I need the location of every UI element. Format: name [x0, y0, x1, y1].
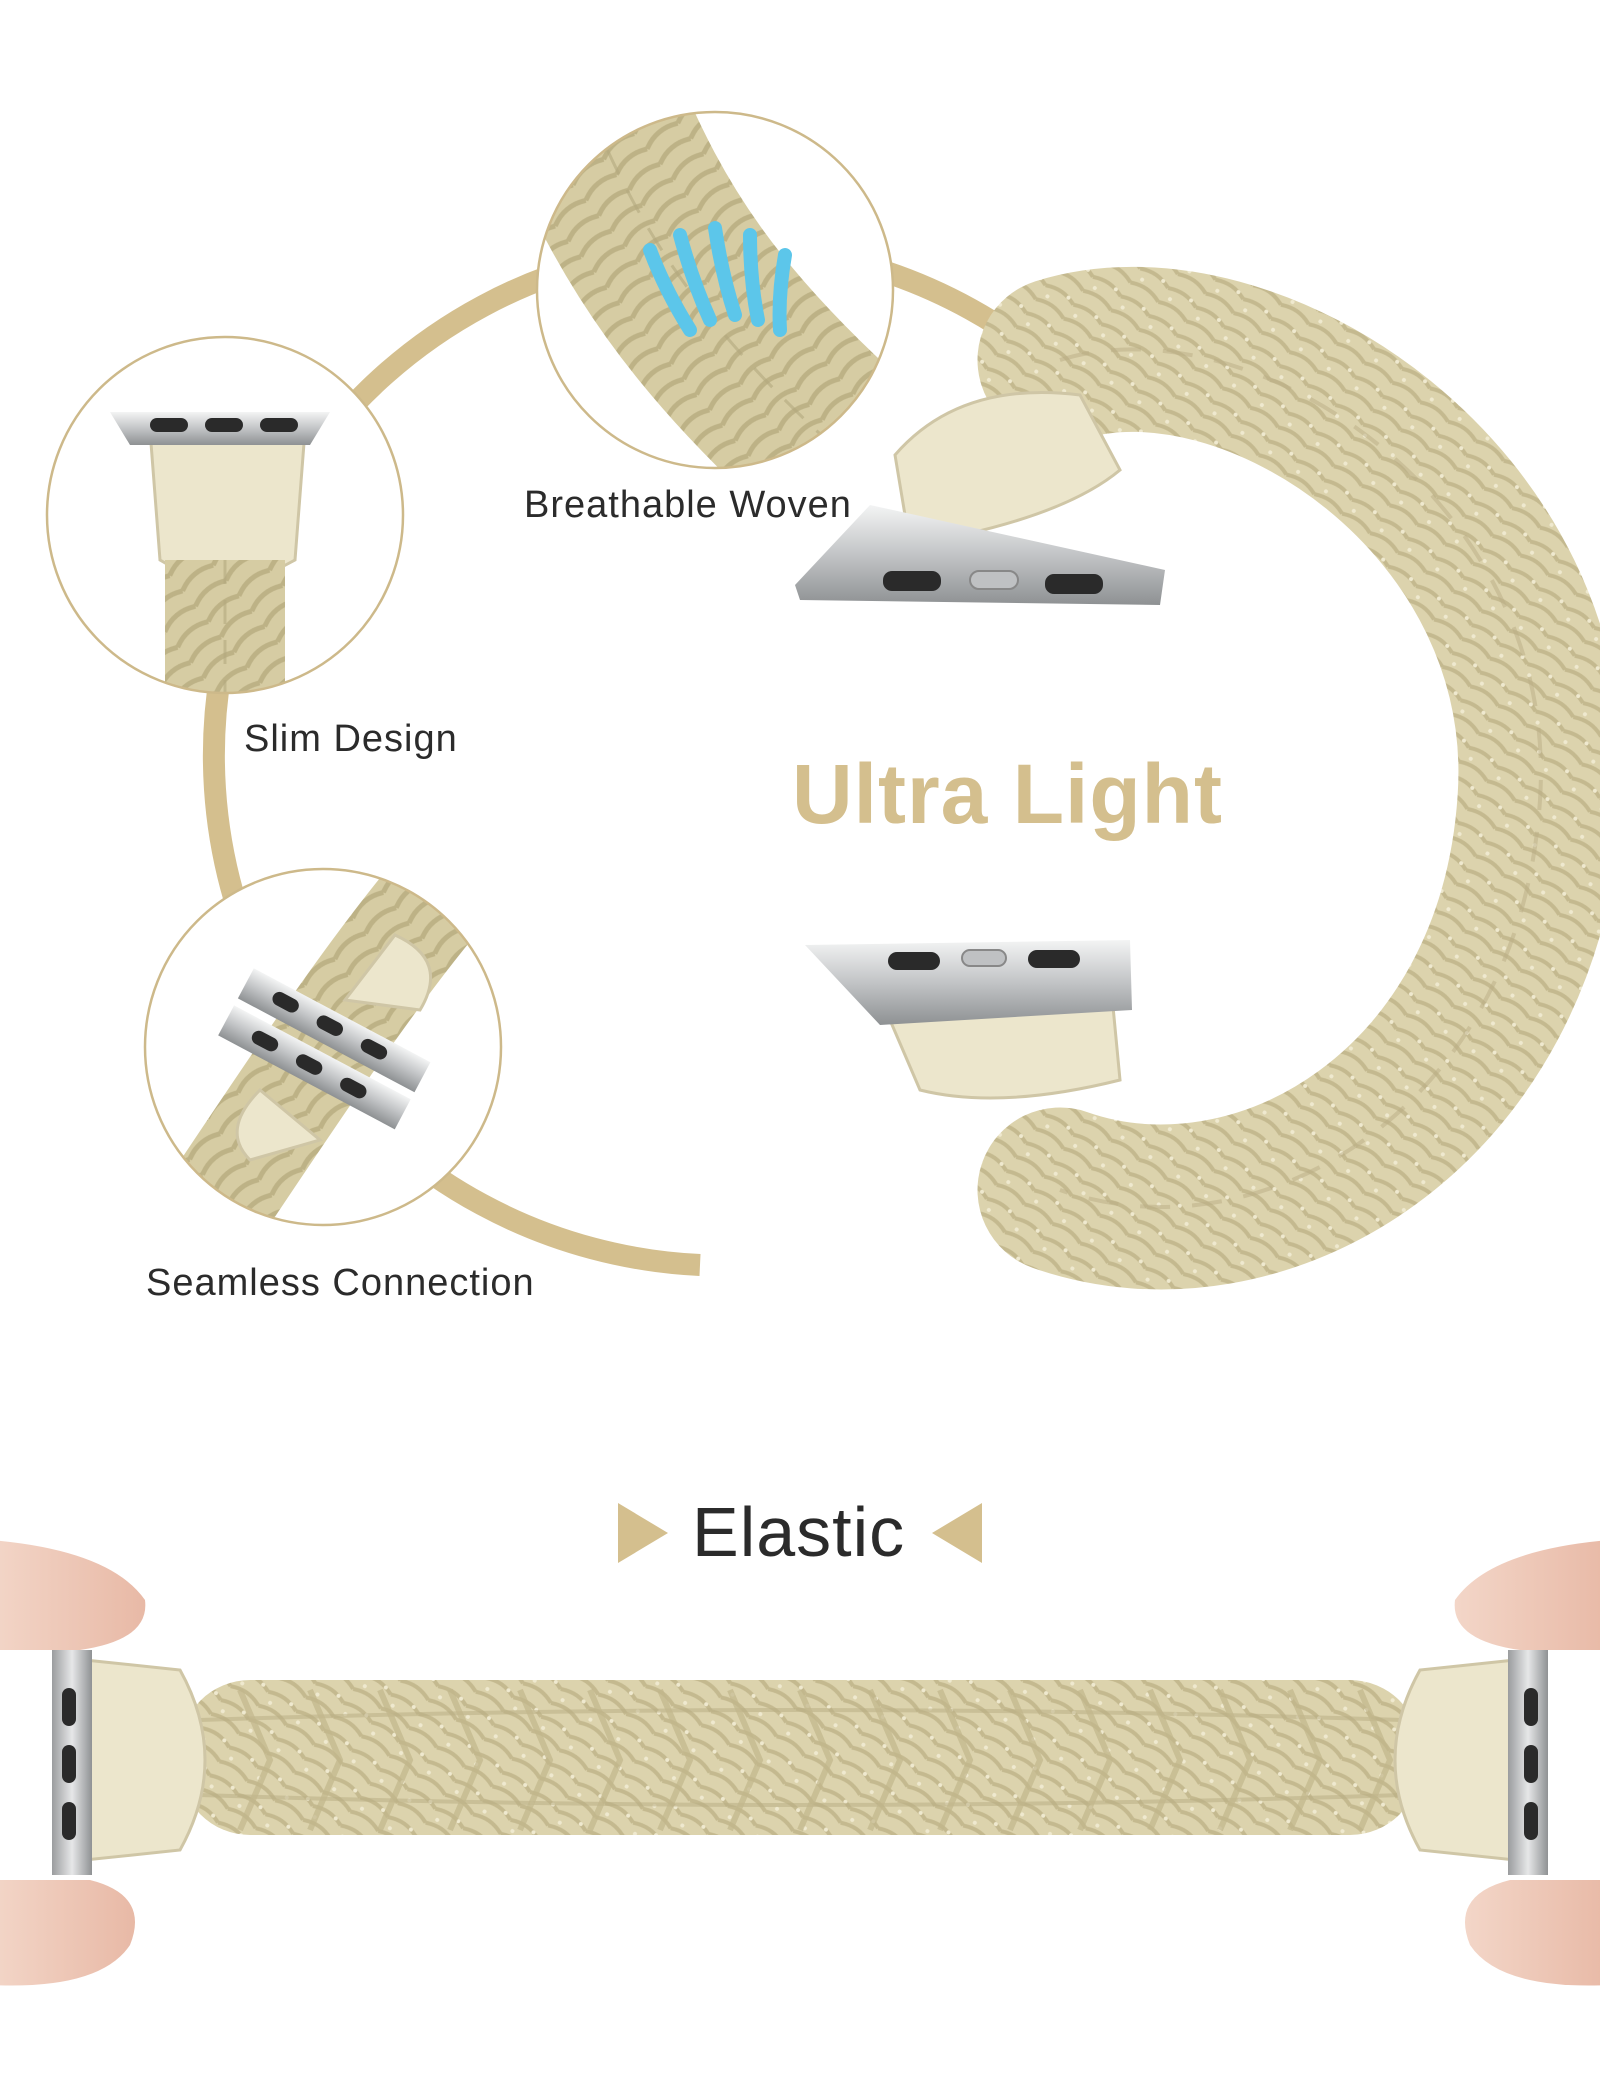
watch-lug-top — [795, 505, 1165, 605]
detail-circle-seamless — [143, 867, 503, 1227]
detail-circle-breathable — [535, 110, 895, 470]
finger-right-bottom — [1465, 1880, 1600, 1986]
airflow-arrows-icon — [643, 221, 792, 337]
feature-label-breathable: Breathable Woven — [524, 484, 852, 526]
feature-label-slim: Slim Design — [244, 718, 458, 760]
feature-label-seamless: Seamless Connection — [146, 1262, 535, 1304]
watch-lug-left — [52, 1650, 92, 1875]
detail-circle-slim — [45, 335, 405, 695]
finger-left-bottom — [0, 1880, 135, 1986]
finger-left-top — [0, 1540, 146, 1650]
braided-band-stretched — [0, 1540, 1600, 1986]
elastic-title: Elastic — [692, 1493, 906, 1571]
finger-right-top — [1454, 1540, 1600, 1650]
watch-lug-bottom — [805, 940, 1132, 1025]
braided-band-main — [795, 266, 1600, 1290]
headline-ultra-light: Ultra Light — [792, 747, 1223, 841]
triangle-left-icon — [932, 1503, 982, 1563]
triangle-right-icon — [618, 1503, 668, 1563]
watch-lug-right — [1508, 1650, 1548, 1875]
